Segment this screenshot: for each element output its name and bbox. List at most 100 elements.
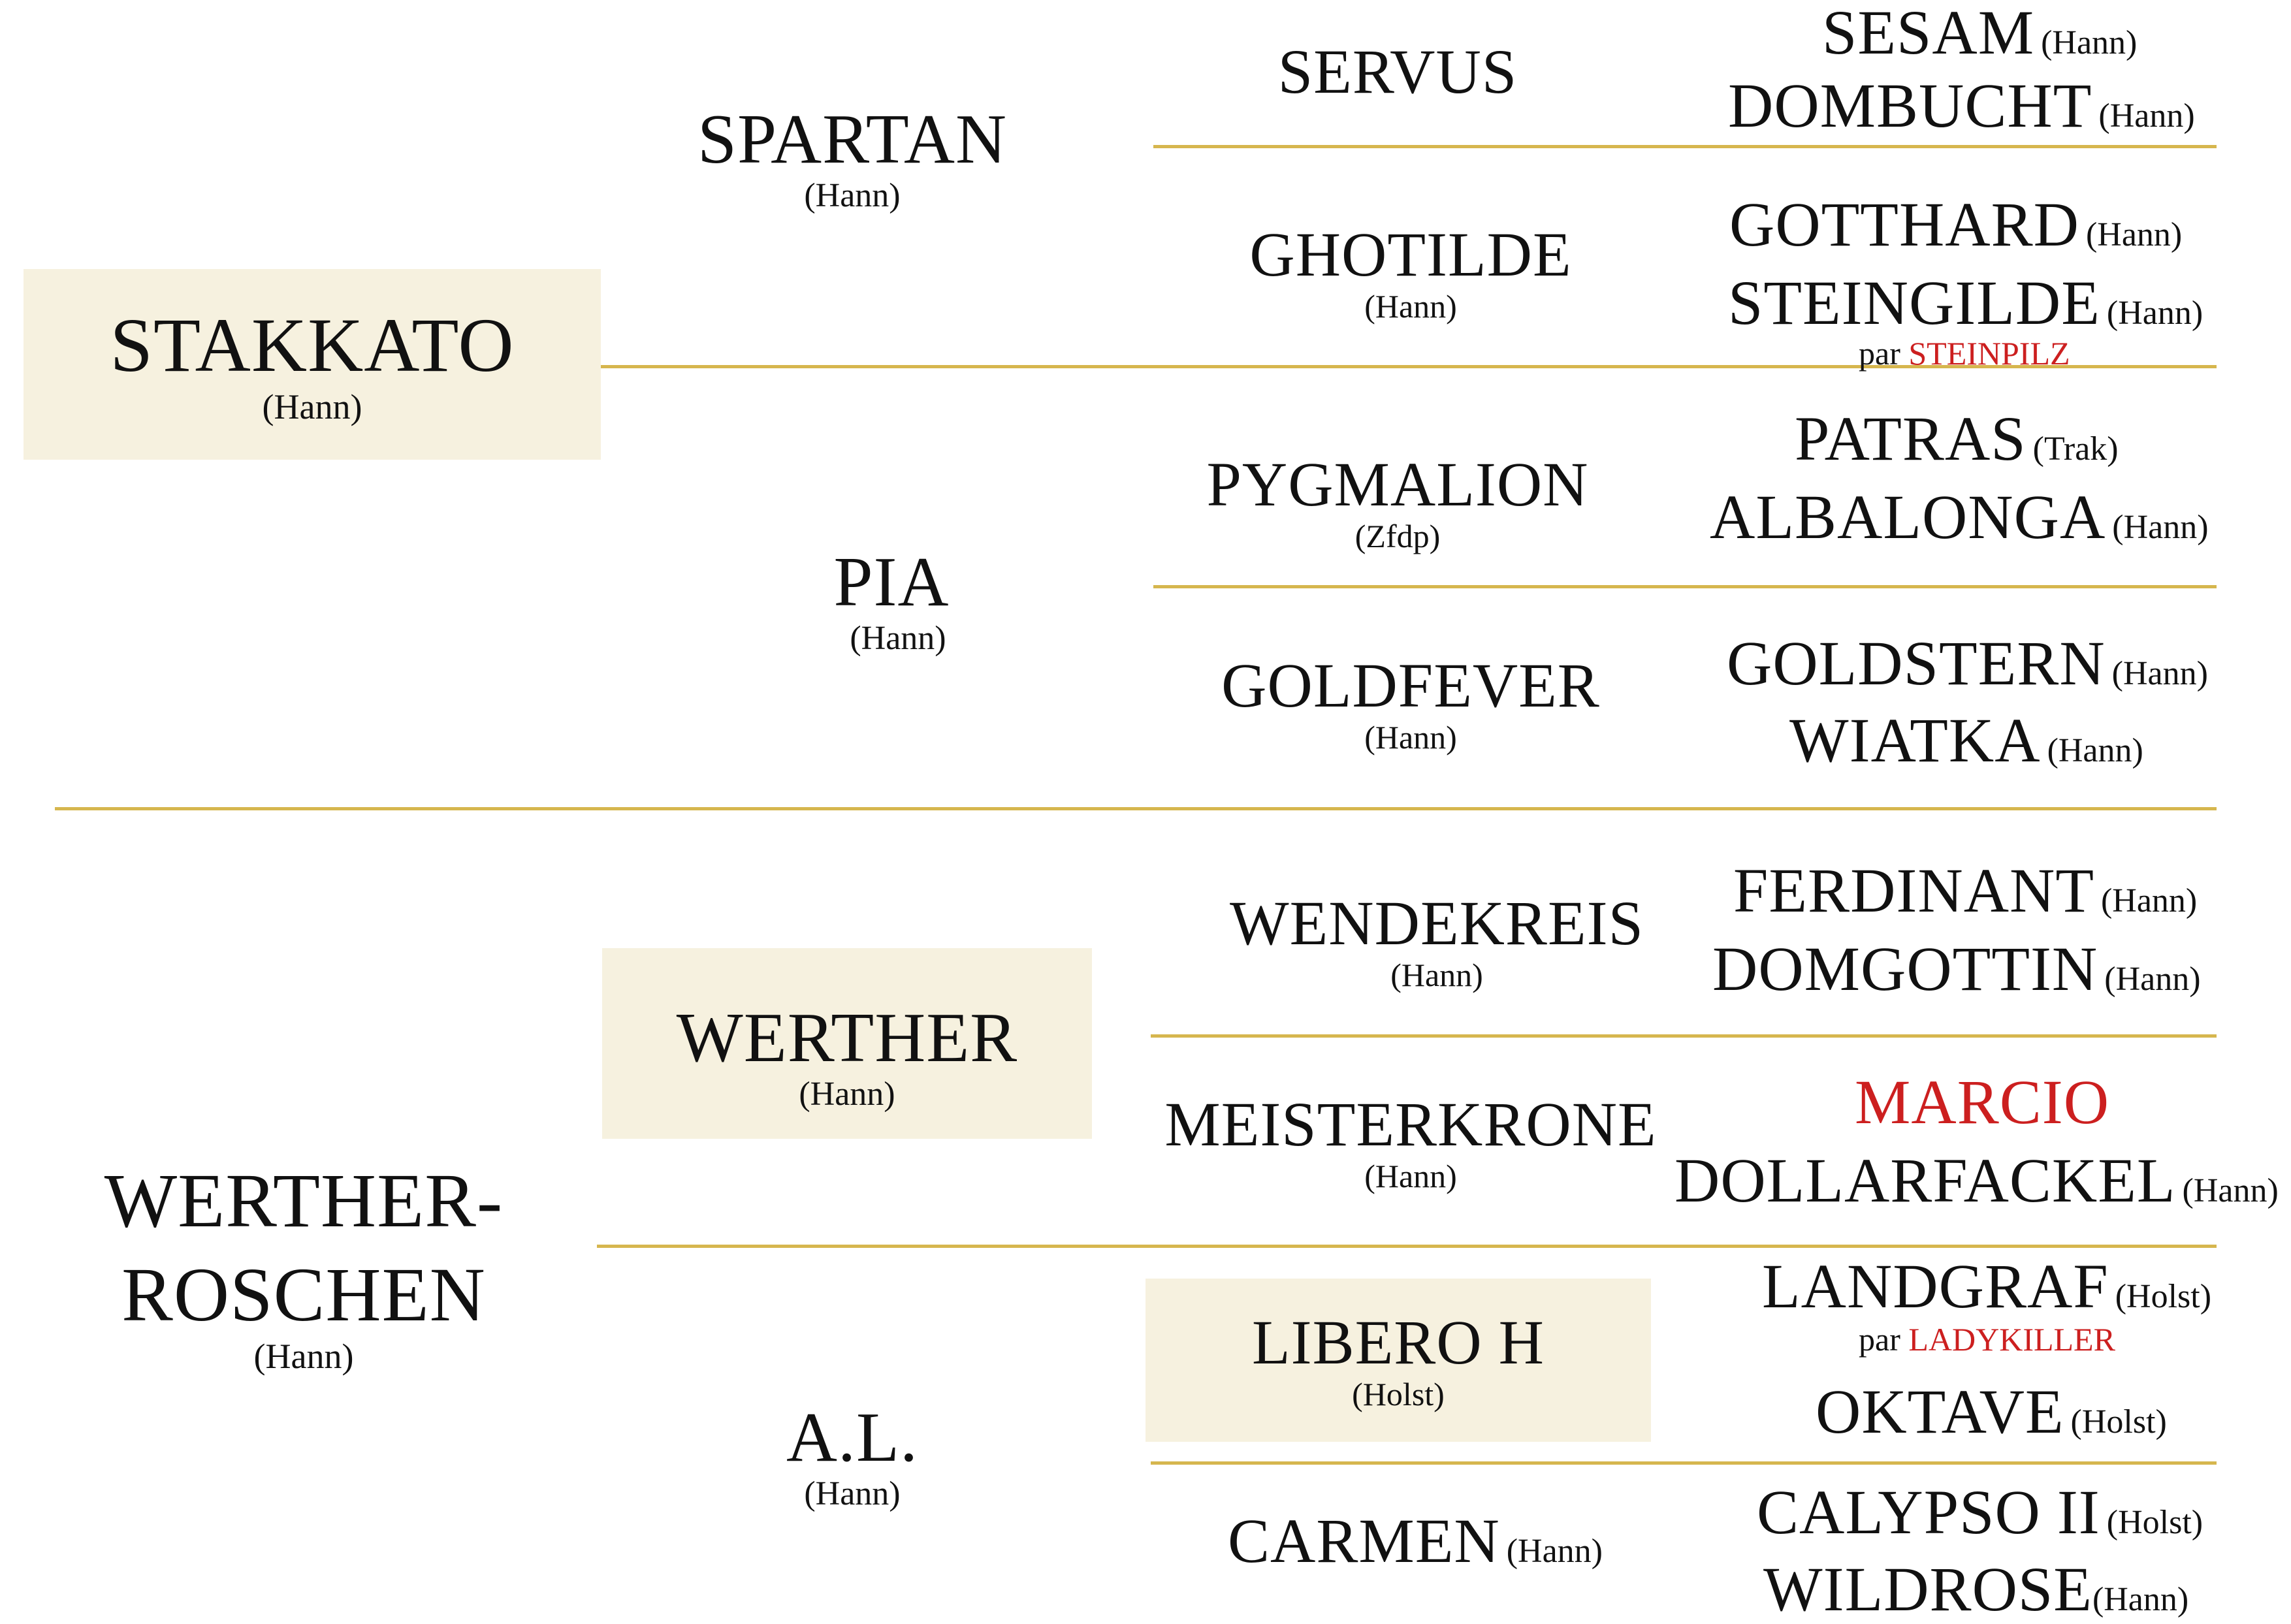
ggp-studbook: (Holst) [1352, 1376, 1445, 1412]
g4-studbook: (Hann) [2111, 655, 2208, 692]
g4-name: WIATKA [1789, 705, 2041, 775]
g4-name: CALYPSO II [1757, 1477, 2100, 1547]
g4-marcio: MARCIO [1855, 1071, 2109, 1134]
g4-dollarfackel: DOLLARFACKEL(Hann) [1674, 1149, 2279, 1212]
grandparent-studbook: (Hann) [804, 1475, 901, 1512]
ggp-name: GOLDFEVER [1221, 650, 1600, 720]
g4-name: WILDROSE [1763, 1554, 2092, 1624]
g4-steingilde: STEINGILDE(Hann) [1728, 272, 2203, 334]
ggp-studbook: (Hann) [1364, 1158, 1457, 1194]
g4-name: GOLDSTERN [1727, 628, 2106, 698]
g4-studbook: (Hann) [2106, 295, 2203, 332]
g4-studbook: (Holst) [2106, 1504, 2203, 1541]
g4-oktave: OKTAVE(Holst) [1816, 1380, 2167, 1443]
grandparent-name: WERTHER [676, 999, 1018, 1077]
ggp-studbook: (Hann) [1364, 719, 1457, 756]
g4-sesam: SESAM(Hann) [1822, 1, 2137, 64]
ggp-name: CARMEN [1228, 1506, 1500, 1576]
g4-studbook: (Hann) [2182, 1172, 2279, 1209]
g4-name: MARCIO [1855, 1067, 2110, 1137]
highlight-box-libero-h [1146, 1279, 1651, 1442]
g4-name: STEINGILDE [1728, 268, 2100, 338]
ggp-studbook: (Zfdp) [1354, 518, 1441, 554]
divider-al [1151, 1461, 2217, 1465]
divider-stakkato [601, 365, 2217, 368]
par-reference: STEINPILZ [1908, 335, 2070, 372]
divider-sire-dam [55, 807, 2217, 810]
ggp-libero-h: LIBERO H (Holst) [1146, 1307, 1651, 1412]
g4-name: LANDGRAF [1762, 1251, 2109, 1321]
g4-wiatka: WIATKA(Hann) [1789, 709, 2143, 772]
dam-name-line2: ROSCHEN [121, 1252, 486, 1337]
g4-studbook: (Hann) [2047, 732, 2143, 769]
divider-spartan [1153, 145, 2217, 148]
g4-studbook: (Trak) [2032, 430, 2119, 468]
grandparent-studbook: (Hann) [799, 1075, 895, 1113]
g4-studbook: (Hann) [2112, 509, 2209, 546]
dam-name-line1: WERTHER- [104, 1158, 504, 1243]
g4-ferdinant: FERDINANT(Hann) [1733, 859, 2197, 922]
g4-studbook: (Holst) [2115, 1278, 2212, 1315]
divider-werther-roschen [597, 1245, 2217, 1248]
g4-landgraf: LANDGRAF(Holst) [1762, 1255, 2211, 1318]
g4-wildrose: WILDROSE(Hann) [1763, 1558, 2188, 1621]
g4-steingilde-par: par STEINPILZ [1859, 337, 2070, 370]
ggp-name: SERVUS [1277, 37, 1518, 106]
ggp-studbook: (Hann) [1390, 957, 1483, 993]
grandparent-al: A.L. (Hann) [653, 1403, 1051, 1511]
g4-studbook: (Hann) [2092, 1581, 2189, 1618]
grandparent-name: A.L. [786, 1399, 918, 1476]
g4-domgottin: DOMGOTTIN(Hann) [1712, 938, 2201, 1000]
g4-name: GOTTHARD [1729, 189, 2079, 259]
g4-albalonga: ALBALONGA(Hann) [1710, 486, 2209, 549]
grandparent-spartan: SPARTAN (Hann) [627, 104, 1078, 213]
ggp-name: PYGMALION [1206, 449, 1589, 519]
g4-name: ALBALONGA [1710, 482, 2106, 552]
dam-werther-roschen: WERTHER- ROSCHEN (Hann) [39, 1158, 568, 1375]
grandparent-werther: WERTHER (Hann) [602, 1003, 1092, 1111]
g4-studbook: (Hann) [2100, 882, 2198, 919]
ggp-name: WENDEKREIS [1230, 888, 1644, 958]
g4-calypso: CALYPSO II(Holst) [1757, 1481, 2203, 1544]
g4-name: FERDINANT [1733, 855, 2094, 925]
ggp-name: LIBERO H [1252, 1307, 1545, 1377]
grandparent-studbook: (Hann) [804, 177, 901, 214]
grandparent-pia: PIA (Hann) [718, 547, 1065, 656]
ggp-name: GHOTILDE [1249, 219, 1572, 289]
g4-studbook: (Hann) [2098, 97, 2195, 135]
horse-stakkato: STAKKATO (Hann) [24, 302, 601, 425]
g4-studbook: (Hann) [2041, 24, 2138, 61]
g4-studbook: (Hann) [2085, 216, 2183, 253]
g4-goldstern: GOLDSTERN(Hann) [1727, 632, 2208, 695]
ggp-carmen: CARMEN(Hann) [1228, 1510, 1603, 1572]
ggp-pygmalion: PYGMALION (Zfdp) [1162, 449, 1633, 554]
divider-pia [1153, 585, 2217, 588]
par-reference: LADYKILLER [1908, 1321, 2115, 1358]
par-prefix: par [1859, 1321, 1900, 1358]
ggp-ghotilde: GHOTILDE (Hann) [1176, 223, 1646, 323]
ggp-wendekreis: WENDEKREIS (Hann) [1195, 888, 1678, 993]
horse-name: STAKKATO [110, 302, 515, 388]
grandparent-studbook: (Hann) [850, 620, 946, 657]
ggp-studbook: (Hann) [1364, 288, 1457, 325]
g4-name: SESAM [1822, 0, 2035, 67]
g4-name: DOMBUCHT [1728, 71, 2092, 140]
g4-gotthard: GOTTHARD(Hann) [1729, 193, 2182, 256]
ggp-goldfever: GOLDFEVER (Hann) [1176, 654, 1646, 754]
ggp-studbook: (Hann) [1506, 1533, 1603, 1570]
g4-name: DOMGOTTIN [1712, 934, 2098, 1004]
g4-studbook: (Hann) [2104, 961, 2201, 998]
divider-werther [1151, 1034, 2217, 1038]
g4-patras: PATRAS(Trak) [1795, 407, 2119, 470]
g4-name: OKTAVE [1816, 1377, 2064, 1446]
ggp-servus: SERVUS [1195, 40, 1600, 103]
grandparent-name: PIA [833, 543, 950, 621]
ggp-meisterkrone: MEISTERKRONE (Hann) [1149, 1093, 1672, 1194]
g4-name: PATRAS [1795, 404, 2027, 473]
highlight-box-werther [602, 948, 1092, 1139]
grandparent-name: SPARTAN [697, 101, 1008, 178]
g4-studbook: (Holst) [2070, 1403, 2167, 1441]
par-prefix: par [1859, 335, 1900, 372]
g4-name: DOLLARFACKEL [1674, 1145, 2176, 1215]
highlight-box-stakkato [24, 269, 601, 460]
